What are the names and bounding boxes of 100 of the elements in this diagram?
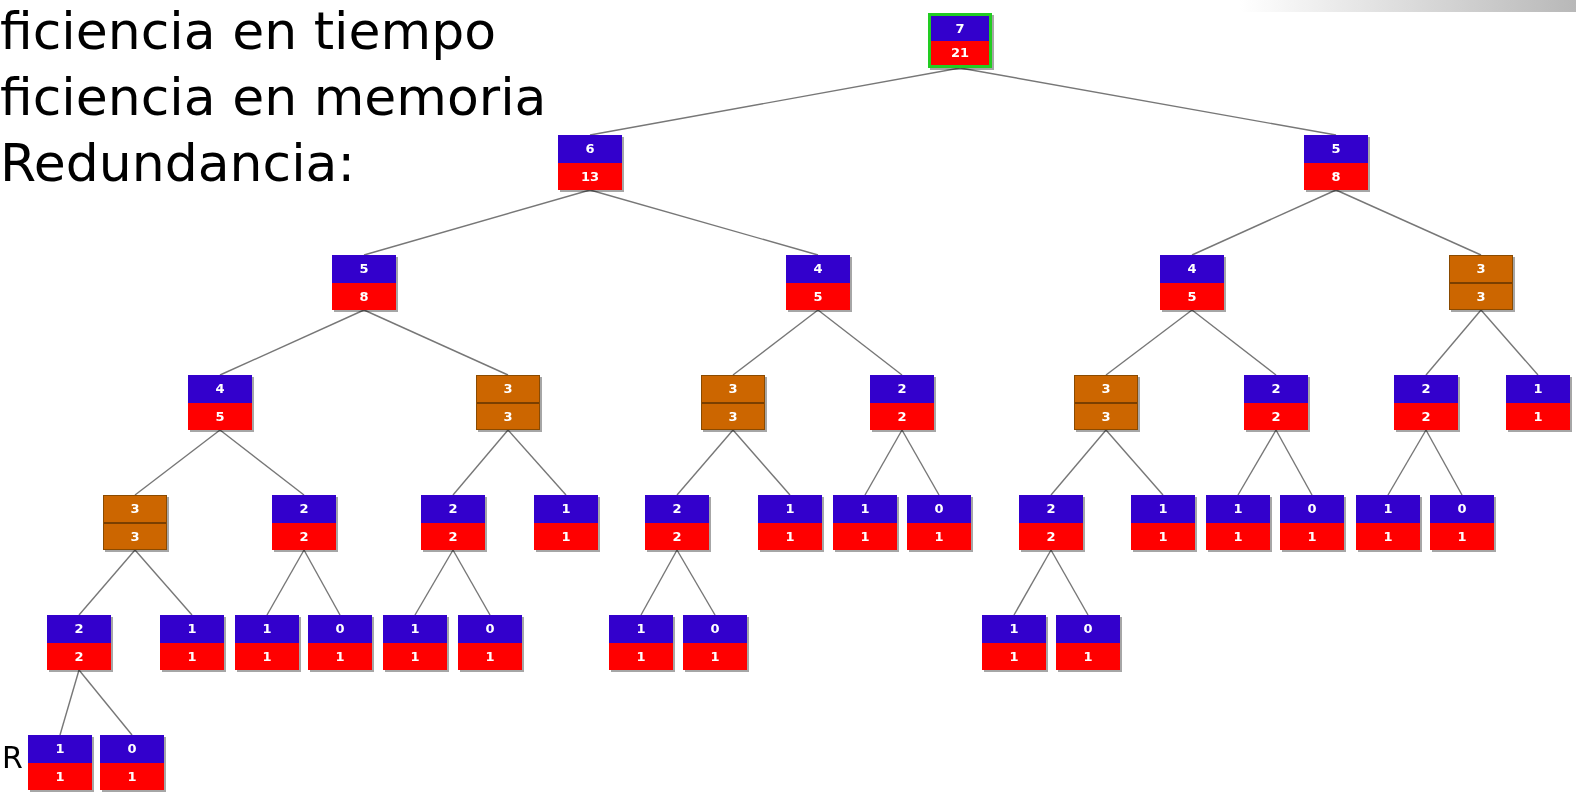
tree-edge bbox=[134, 429, 221, 496]
parameter-value: 0 bbox=[308, 615, 372, 643]
tree-edge bbox=[1191, 189, 1337, 256]
tree-node bbox=[458, 615, 522, 670]
tree-edge bbox=[1275, 429, 1313, 496]
result-value: 1 bbox=[458, 642, 522, 670]
parameter-value: 1 bbox=[160, 615, 224, 643]
parameter-value: 2 bbox=[870, 375, 934, 403]
tree-node bbox=[870, 375, 934, 430]
tree-edge bbox=[452, 429, 509, 496]
bullet-text: ficiencia en tiempo bbox=[0, 0, 497, 63]
parameter-value: 4 bbox=[1160, 255, 1224, 283]
result-value: 13 bbox=[558, 162, 622, 190]
tree-node bbox=[1160, 255, 1224, 310]
tree-node bbox=[332, 255, 396, 310]
result-value: 2 bbox=[421, 522, 485, 550]
parameter-value: 2 bbox=[645, 495, 709, 523]
tree-edge bbox=[864, 429, 903, 496]
parameter-value: 6 bbox=[558, 135, 622, 163]
tree-node bbox=[1506, 375, 1570, 430]
tree-node bbox=[645, 495, 709, 550]
tree-node bbox=[308, 615, 372, 670]
parameter-value: 0 bbox=[1056, 615, 1120, 643]
parameter-value: 1 bbox=[383, 615, 447, 643]
tree-node bbox=[833, 495, 897, 550]
parameter-value: 4 bbox=[786, 255, 850, 283]
tree-edge bbox=[303, 549, 341, 616]
tree-node bbox=[1304, 135, 1368, 190]
parameter-value: 1 bbox=[758, 495, 822, 523]
tree-node bbox=[1394, 375, 1458, 430]
parameter-value: 2 bbox=[1394, 375, 1458, 403]
tree-node bbox=[1449, 255, 1513, 310]
result-value: 21 bbox=[931, 40, 989, 65]
tree-edge bbox=[676, 429, 734, 496]
tree-edge bbox=[414, 549, 454, 616]
tree-node bbox=[1056, 615, 1120, 670]
tree-edge bbox=[1191, 309, 1277, 376]
tree-node bbox=[928, 13, 992, 68]
result-value: 1 bbox=[1430, 522, 1494, 550]
parameter-value: 1 bbox=[833, 495, 897, 523]
tree-edge bbox=[266, 549, 305, 616]
parameter-value: 7 bbox=[931, 16, 989, 41]
parameter-value: 2 bbox=[1244, 375, 1308, 403]
tree-node bbox=[28, 735, 92, 790]
result-value: 1 bbox=[1506, 402, 1570, 430]
result-value: 2 bbox=[870, 402, 934, 430]
cut-off-text: R bbox=[2, 740, 23, 776]
tree-edge bbox=[452, 549, 491, 616]
tree-node bbox=[1244, 375, 1308, 430]
tree-edge bbox=[1425, 309, 1482, 376]
parameter-value: 1 bbox=[1356, 495, 1420, 523]
tree-edge bbox=[219, 429, 305, 496]
parameter-value: 1 bbox=[1131, 495, 1195, 523]
tree-node bbox=[1206, 495, 1270, 550]
tree-edge bbox=[1050, 549, 1089, 616]
tree-edge bbox=[959, 67, 1337, 136]
result-value: 2 bbox=[1244, 402, 1308, 430]
tree-node bbox=[609, 615, 673, 670]
tree-edge bbox=[1105, 309, 1193, 376]
tree-edge bbox=[134, 549, 193, 616]
tree-edge bbox=[78, 669, 133, 736]
result-value: 1 bbox=[235, 642, 299, 670]
tree-edge bbox=[1335, 189, 1482, 256]
result-value: 1 bbox=[1280, 522, 1344, 550]
result-value: 1 bbox=[1056, 642, 1120, 670]
parameter-value: 4 bbox=[188, 375, 252, 403]
result-value: 1 bbox=[383, 642, 447, 670]
parameter-value: 1 bbox=[982, 615, 1046, 643]
result-value: 8 bbox=[332, 282, 396, 310]
result-value: 1 bbox=[833, 522, 897, 550]
bullet-text: ficiencia en memoria bbox=[0, 66, 547, 129]
result-value: 1 bbox=[683, 642, 747, 670]
parameter-value: 2 bbox=[1019, 495, 1083, 523]
parameter-value: 1 bbox=[609, 615, 673, 643]
parameter-value: 2 bbox=[272, 495, 336, 523]
tree-edge bbox=[732, 429, 791, 496]
tree-node bbox=[1280, 495, 1344, 550]
parameter-value: 0 bbox=[458, 615, 522, 643]
parameter-value: 0 bbox=[1280, 495, 1344, 523]
result-value: 1 bbox=[758, 522, 822, 550]
tree-edge bbox=[1425, 429, 1463, 496]
result-value: 1 bbox=[160, 642, 224, 670]
tree-node bbox=[907, 495, 971, 550]
tree-node bbox=[160, 615, 224, 670]
tree-edge bbox=[59, 669, 80, 736]
tree-node bbox=[421, 495, 485, 550]
result-value: 5 bbox=[786, 282, 850, 310]
result-value: 1 bbox=[907, 522, 971, 550]
result-value: 2 bbox=[1019, 522, 1083, 550]
result-value: 3 bbox=[1075, 401, 1137, 429]
bullet-text: Redundancia: bbox=[0, 132, 356, 195]
tree-edge bbox=[817, 309, 903, 376]
result-value: 8 bbox=[1304, 162, 1368, 190]
result-value: 1 bbox=[28, 762, 92, 790]
parameter-value: 3 bbox=[1450, 256, 1512, 282]
tree-edge bbox=[1237, 429, 1277, 496]
result-value: 3 bbox=[477, 401, 539, 429]
result-value: 2 bbox=[1394, 402, 1458, 430]
parameter-value: 1 bbox=[28, 735, 92, 763]
tree-edge bbox=[901, 429, 940, 496]
